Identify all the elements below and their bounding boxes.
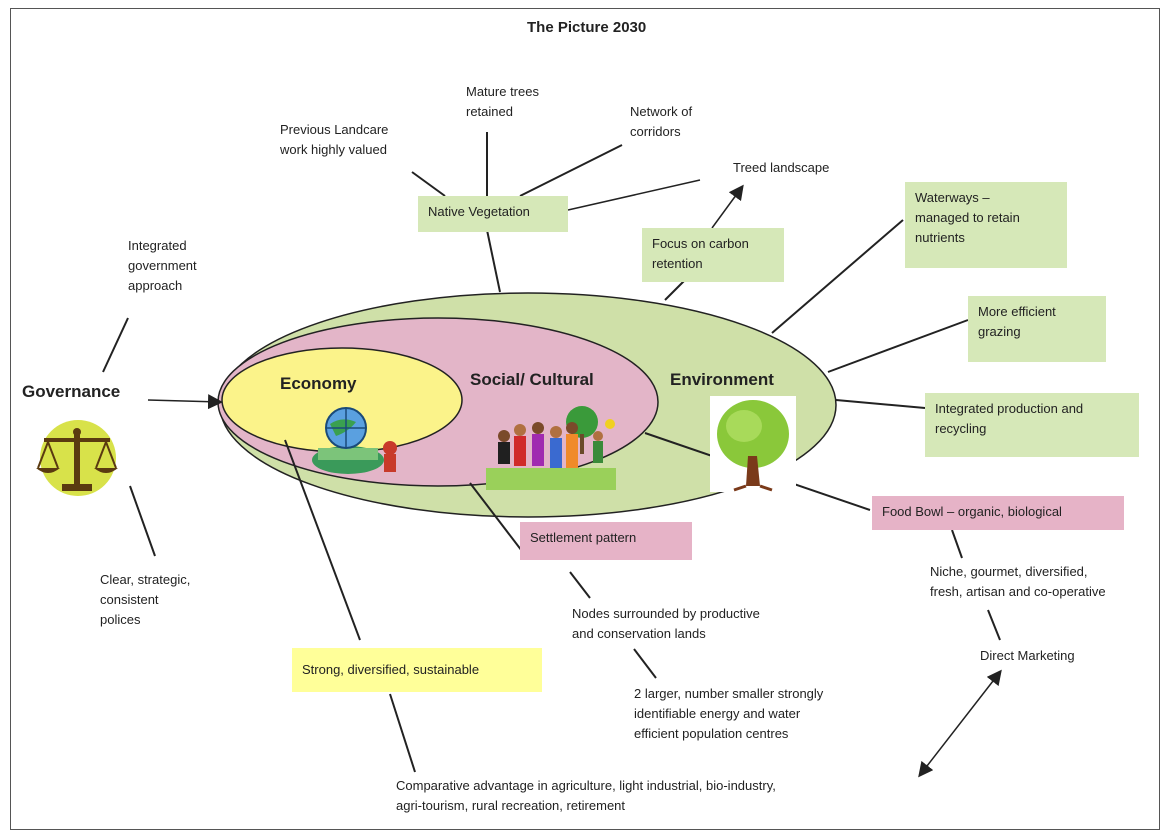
carbon-ellipse-line (664, 279, 686, 301)
scales-of-justice-icon (30, 418, 120, 500)
tree-icon (710, 396, 796, 492)
food-bowl-box: Food Bowl – organic, biological (872, 496, 1124, 530)
corridors-line (519, 144, 623, 197)
economy-label: Economy (280, 374, 357, 393)
vegetation-ellipse-line (486, 229, 501, 293)
landcare-line (411, 171, 446, 197)
social-cultural-label: Social/ Cultural (470, 370, 594, 389)
governance-arrow (147, 394, 223, 410)
corridors-note: Network of corridors (630, 104, 693, 139)
strong-box: Strong, diversified, sustainable (292, 648, 542, 692)
treed-landscape-note: Treed landscape (733, 160, 830, 175)
waterways-box: Waterways – managed to retain nutrients (905, 182, 1067, 268)
niche-line (951, 529, 963, 559)
governance-top-note: Integrated government approach (128, 238, 197, 293)
waterways-line (771, 219, 904, 334)
diagram-title: The Picture 2030 (527, 19, 647, 36)
native-vegetation-box: Native Vegetation (418, 196, 568, 232)
recycling-line (835, 399, 926, 409)
comparative-note: Comparative advantage in agriculture, li… (396, 778, 776, 813)
governance-top-line (102, 317, 129, 373)
nodes-line (569, 571, 591, 599)
centres-note: 2 larger, number smaller strongly identi… (634, 686, 824, 741)
landcare-note: Previous Landcare work highly valued (280, 122, 389, 157)
carbon-box: Focus on carbon retention (642, 228, 784, 282)
grazing-line (827, 319, 969, 373)
settlement-box: Settlement pattern (520, 522, 692, 560)
governance-bottom-line (129, 485, 156, 557)
settlement-line (469, 482, 526, 556)
governance-bottom-note: Clear, strategic, consistent polices (100, 572, 191, 627)
recycling-box: Integrated production and recycling (925, 393, 1139, 457)
direct-marketing-line (987, 609, 1001, 641)
people-group-icon (486, 406, 616, 490)
globe-money-icon (308, 402, 404, 478)
comparative-line (389, 693, 416, 773)
trees-note: Mature trees retained (466, 84, 539, 119)
direct-marketing-arrow (918, 669, 1002, 778)
strong-line (284, 439, 361, 641)
direct-marketing-note: Direct Marketing (980, 648, 1075, 663)
niche-note: Niche, gourmet, diversified, fresh, arti… (930, 564, 1106, 599)
environment-label: Environment (670, 370, 774, 389)
governance-label: Governance (22, 382, 121, 401)
treed-line (567, 179, 701, 211)
centres-line (633, 648, 657, 679)
nodes-note: Nodes surrounded by productive and conse… (572, 606, 760, 641)
carbon-arrow (711, 184, 744, 229)
grazing-box: More efficient grazing (968, 296, 1106, 362)
